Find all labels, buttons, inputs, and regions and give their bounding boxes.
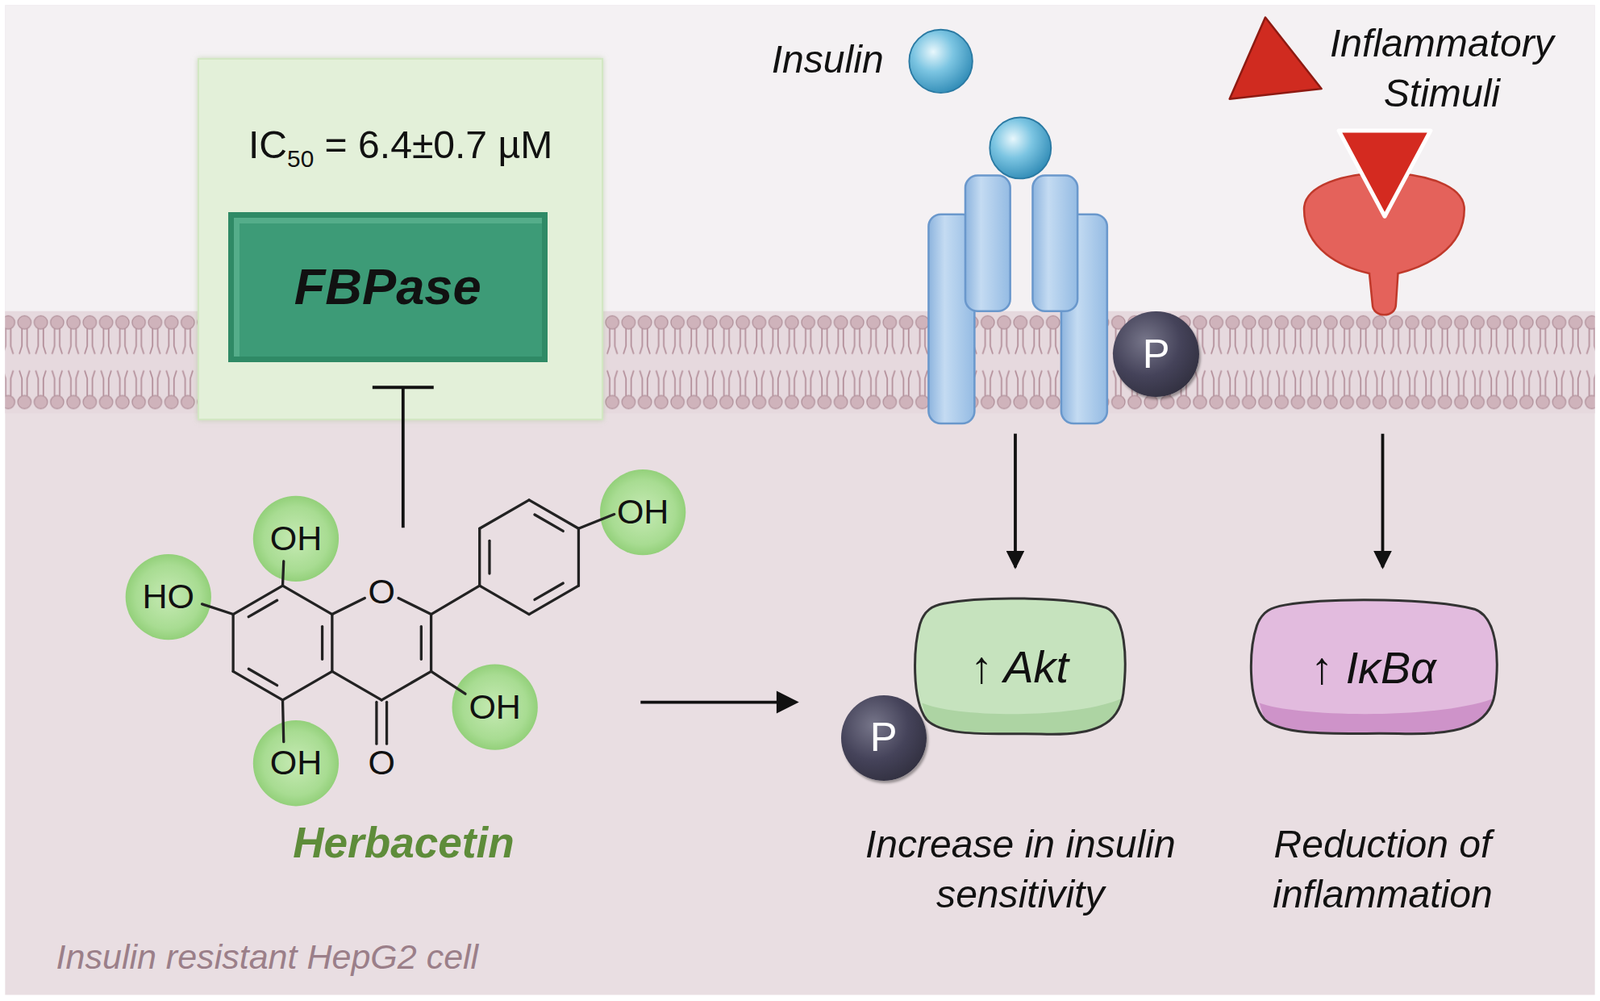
phosphate-circle: P bbox=[1112, 311, 1199, 397]
ligand-label: Insulin bbox=[771, 33, 884, 85]
bond-line bbox=[431, 670, 466, 694]
bond-line bbox=[577, 528, 580, 586]
ic50-value: IC50 = 6.4±0.7 µM bbox=[199, 121, 602, 173]
bond-line bbox=[248, 600, 277, 617]
enzyme-name: FBPase bbox=[294, 256, 482, 318]
atom-label: OH bbox=[270, 740, 323, 786]
atom-label: O bbox=[367, 740, 395, 786]
akt-protein: ↑ Akt bbox=[911, 595, 1128, 741]
protein-name: ↑ IκBα bbox=[1310, 641, 1436, 696]
bond-line bbox=[231, 614, 234, 672]
inhibition-panel: IC50 = 6.4±0.7 µM FBPase bbox=[197, 58, 604, 421]
ikba-protein: ↑ IκBα bbox=[1246, 596, 1500, 740]
compound-name: Herbacetin bbox=[168, 816, 639, 869]
bond-line bbox=[385, 701, 388, 744]
activation-arrow bbox=[640, 691, 799, 714]
bond-line bbox=[431, 585, 480, 614]
bond-line bbox=[578, 514, 614, 530]
bond-line bbox=[330, 614, 334, 672]
bond-line bbox=[320, 626, 324, 660]
phosphate-label: P bbox=[1142, 329, 1171, 380]
bond-line bbox=[487, 540, 491, 574]
bond-line bbox=[381, 670, 431, 700]
effect-caption: Increase in insulin sensitivity bbox=[837, 817, 1205, 919]
phosphate-label: P bbox=[870, 712, 898, 763]
bond-line bbox=[282, 585, 332, 614]
arrow-head bbox=[776, 691, 800, 714]
bond-line bbox=[534, 514, 563, 531]
atom-label: OH bbox=[616, 489, 670, 535]
phosphate-circle: P bbox=[841, 695, 927, 781]
bond-line bbox=[248, 668, 277, 685]
enzyme-box: FBPase bbox=[228, 212, 548, 363]
protein-name: ↑ Akt bbox=[970, 640, 1069, 695]
bond-line bbox=[332, 598, 366, 615]
bond-line bbox=[398, 598, 432, 615]
atom-label: HO bbox=[142, 574, 196, 620]
connector-line bbox=[640, 700, 779, 705]
atom-label: OH bbox=[468, 684, 521, 730]
compound-node: Herbacetin bbox=[168, 527, 639, 873]
bond-line bbox=[429, 614, 433, 672]
bond-line bbox=[534, 583, 563, 600]
atom-label: O bbox=[367, 569, 395, 615]
bond-line bbox=[332, 670, 382, 700]
bond-line bbox=[420, 626, 423, 660]
bond-line bbox=[202, 604, 234, 615]
bond-line bbox=[282, 561, 284, 586]
stimulus-label: Inflammatory Stimuli bbox=[1308, 16, 1575, 118]
bond-line bbox=[282, 670, 332, 700]
cell-label: Insulin resistant HepG2 cell bbox=[56, 934, 480, 980]
bond-line bbox=[282, 700, 284, 742]
effect-caption: Reduction of inflammation bbox=[1208, 817, 1556, 919]
bond-line bbox=[479, 500, 530, 529]
bond-line bbox=[479, 585, 530, 614]
atom-label: OH bbox=[270, 516, 323, 562]
bond-line bbox=[478, 528, 481, 586]
bond-line bbox=[375, 701, 378, 744]
